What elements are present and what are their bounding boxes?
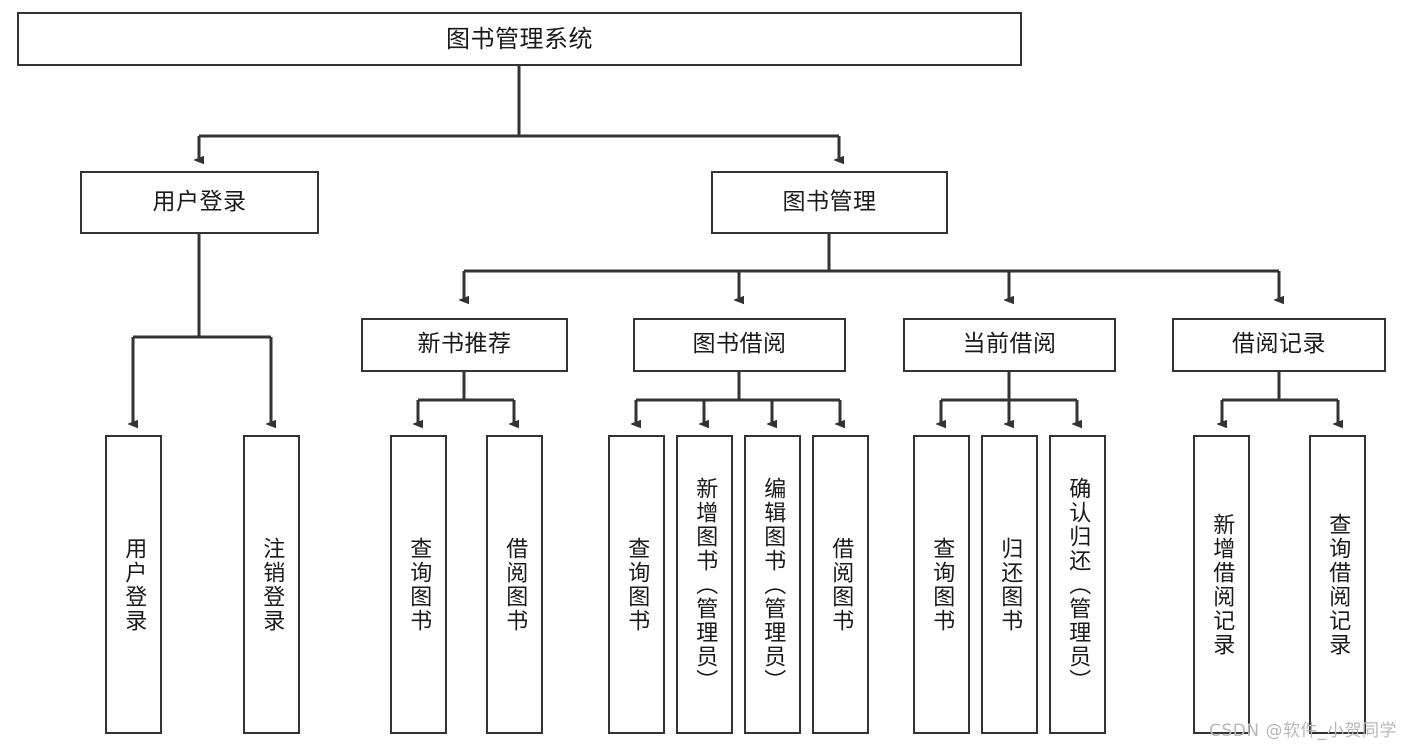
node-root-book-management-system[interactable]: 图书管理系统 xyxy=(17,12,1022,66)
node-user-login-label: 用户登录 xyxy=(152,188,247,215)
node-leaf-borrow-book-label: 借阅图书 xyxy=(828,536,854,633)
node-leaf-query-book-borrow[interactable]: 查询图书 xyxy=(608,435,665,734)
node-leaf-add-borrow-record-label: 新增借阅记录 xyxy=(1209,512,1235,657)
node-user-login[interactable]: 用户登录 xyxy=(80,171,319,234)
node-leaf-query-book-recommend[interactable]: 查询图书 xyxy=(390,435,447,734)
node-leaf-confirm-return-admin-label: 确认归还（管理员） xyxy=(1065,476,1091,693)
node-leaf-logout[interactable]: 注销登录 xyxy=(243,435,300,734)
node-leaf-query-book-current-label: 查询图书 xyxy=(929,536,955,633)
node-borrow-record[interactable]: 借阅记录 xyxy=(1172,318,1386,372)
node-root-label: 图书管理系统 xyxy=(446,24,593,53)
node-leaf-user-login[interactable]: 用户登录 xyxy=(105,435,162,734)
node-new-book-recommend-label: 新书推荐 xyxy=(417,331,512,358)
node-book-borrow[interactable]: 图书借阅 xyxy=(633,318,846,372)
node-leaf-borrow-book-recommend[interactable]: 借阅图书 xyxy=(486,435,543,734)
node-leaf-add-borrow-record[interactable]: 新增借阅记录 xyxy=(1193,435,1250,734)
node-leaf-query-book-current[interactable]: 查询图书 xyxy=(913,435,970,734)
node-book-management[interactable]: 图书管理 xyxy=(711,171,948,234)
node-leaf-edit-book-admin-label: 编辑图书（管理员） xyxy=(760,476,786,693)
node-leaf-query-book-recommend-label: 查询图书 xyxy=(406,536,432,633)
node-leaf-query-book-borrow-label: 查询图书 xyxy=(624,536,650,633)
watermark-text: CSDN @软件_小贺同学 xyxy=(1209,721,1397,741)
node-leaf-logout-label: 注销登录 xyxy=(259,536,285,633)
node-new-book-recommend[interactable]: 新书推荐 xyxy=(361,318,568,372)
node-leaf-edit-book-admin[interactable]: 编辑图书（管理员） xyxy=(744,435,801,734)
node-leaf-query-borrow-record[interactable]: 查询借阅记录 xyxy=(1309,435,1366,734)
node-leaf-query-borrow-record-label: 查询借阅记录 xyxy=(1325,512,1351,657)
node-leaf-confirm-return-admin[interactable]: 确认归还（管理员） xyxy=(1049,435,1106,734)
node-leaf-add-book-admin[interactable]: 新增图书（管理员） xyxy=(676,435,733,734)
node-leaf-borrow-book[interactable]: 借阅图书 xyxy=(812,435,869,734)
node-borrow-record-label: 借阅记录 xyxy=(1232,331,1326,358)
node-current-borrow-label: 当前借阅 xyxy=(962,331,1057,358)
node-book-borrow-label: 图书借阅 xyxy=(692,331,787,358)
node-leaf-user-login-label: 用户登录 xyxy=(121,536,147,633)
node-leaf-return-book-label: 归还图书 xyxy=(997,536,1023,633)
node-leaf-add-book-admin-label: 新增图书（管理员） xyxy=(692,476,718,693)
node-book-management-label: 图书管理 xyxy=(782,188,877,215)
node-leaf-return-book[interactable]: 归还图书 xyxy=(981,435,1038,734)
node-current-borrow[interactable]: 当前借阅 xyxy=(903,318,1116,372)
node-leaf-borrow-book-recommend-label: 借阅图书 xyxy=(502,536,528,633)
